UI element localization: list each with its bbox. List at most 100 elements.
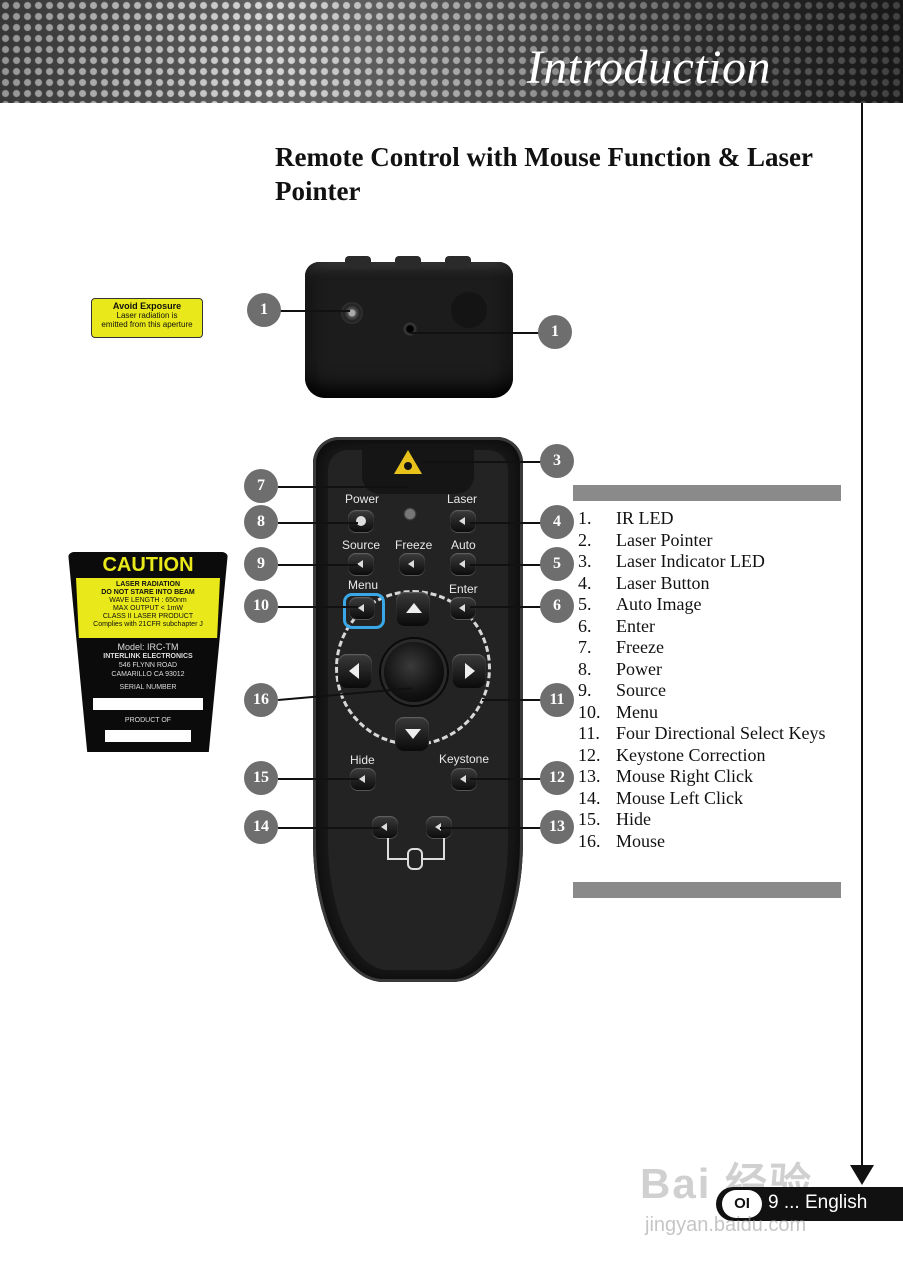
legend-num: 7.	[578, 637, 616, 659]
legend-num: 6.	[578, 616, 616, 638]
freeze-button[interactable]	[399, 553, 425, 575]
power-button[interactable]	[348, 510, 374, 532]
caution-title: CAUTION	[68, 554, 228, 577]
page-title: Remote Control with Mouse Function & Las…	[275, 140, 865, 208]
legend-num: 15.	[578, 809, 616, 831]
legend-text: Menu	[616, 702, 858, 724]
laser-button[interactable]	[450, 510, 476, 532]
left-button[interactable]	[338, 654, 372, 688]
legend-text: Four Directional Select Keys	[616, 723, 858, 745]
remote-nub	[345, 256, 371, 266]
callout-line	[278, 564, 358, 566]
freeze-label: Freeze	[395, 538, 432, 552]
remote-bump	[451, 292, 487, 328]
remote-nub	[395, 256, 421, 266]
legend-num: 3.	[578, 551, 616, 573]
legend-num: 12.	[578, 745, 616, 767]
up-button[interactable]	[396, 592, 430, 626]
callout-line	[278, 522, 358, 524]
legend-item: 13.Mouse Right Click	[578, 766, 858, 788]
legend-text: Laser Pointer	[616, 530, 858, 552]
arrow-left-icon	[349, 663, 359, 679]
callout-13: 13	[540, 810, 574, 844]
keystone-label: Keystone	[439, 752, 489, 766]
callout-9: 9	[244, 547, 278, 581]
legend-num: 2.	[578, 530, 616, 552]
callout-7: 7	[244, 469, 278, 503]
legend-num: 16.	[578, 831, 616, 853]
caution-warn-2: DO NOT STARE INTO BEAM	[76, 589, 220, 597]
legend-text: Mouse	[616, 831, 858, 853]
callout-line	[482, 699, 542, 701]
legend-item: 16.Mouse	[578, 831, 858, 853]
laser-indicator-led	[405, 509, 415, 519]
mouse-trackball[interactable]	[384, 642, 444, 702]
enter-label: Enter	[449, 582, 478, 596]
callout-3: 3	[540, 444, 574, 478]
watermark-url: jingyan.baidu.com	[645, 1214, 806, 1237]
margin-rule	[861, 103, 863, 1170]
legend-item: 3.Laser Indicator LED	[578, 551, 858, 573]
callout-line	[278, 778, 358, 780]
caution-maker: INTERLINK ELECTRONICS	[80, 652, 216, 661]
down-button[interactable]	[395, 717, 429, 751]
product-box	[105, 730, 191, 742]
legend-text: Mouse Right Click	[616, 766, 858, 788]
legend-list: 1.IR LED 2.Laser Pointer 3.Laser Indicat…	[578, 508, 858, 852]
legend-item: 5.Auto Image	[578, 594, 858, 616]
sticker-line-3: emitted from this aperture	[92, 320, 202, 329]
footer-page-label: 9 ... English	[768, 1192, 867, 1214]
legend-num: 8.	[578, 659, 616, 681]
remote-nub	[445, 256, 471, 266]
legend-item: 2.Laser Pointer	[578, 530, 858, 552]
legend-num: 10.	[578, 702, 616, 724]
callout-line	[410, 332, 540, 334]
legend-item: 8.Power	[578, 659, 858, 681]
callout-15: 15	[244, 761, 278, 795]
legend-num: 14.	[578, 788, 616, 810]
callout-14: 14	[244, 810, 278, 844]
callout-12: 12	[540, 761, 574, 795]
callout-line	[278, 486, 408, 488]
button-arrow-icon	[459, 604, 465, 612]
legend-item: 9.Source	[578, 680, 858, 702]
legend-text: IR LED	[616, 508, 858, 530]
button-arrow-icon	[459, 560, 465, 568]
caution-serial: SERIAL NUMBER	[80, 683, 216, 692]
laser-warning-dot	[404, 462, 412, 470]
laser-aperture-icon	[341, 302, 363, 324]
auto-label: Auto	[451, 538, 476, 552]
legend-text: Source	[616, 680, 858, 702]
legend-item: 6.Enter	[578, 616, 858, 638]
mouse-icon	[407, 848, 423, 870]
legend-text: Power	[616, 659, 858, 681]
arrow-down-icon	[405, 729, 421, 739]
legend-num: 5.	[578, 594, 616, 616]
callout-line	[278, 827, 380, 829]
source-label: Source	[342, 538, 380, 552]
callout-6: 6	[540, 589, 574, 623]
callout-10: 10	[244, 589, 278, 623]
legend-item: 12.Keystone Correction	[578, 745, 858, 767]
power-dot-icon	[356, 516, 366, 526]
sticker-line-2: Laser radiation is	[92, 311, 202, 320]
right-button[interactable]	[452, 654, 486, 688]
caution-info: Model: IRC-TM INTERLINK ELECTRONICS 546 …	[80, 643, 216, 692]
page-arrow-icon	[850, 1165, 874, 1185]
legend-item: 14.Mouse Left Click	[578, 788, 858, 810]
hide-label: Hide	[350, 753, 375, 767]
power-label: Power	[345, 492, 379, 506]
caution-warning-box: LASER RADIATION DO NOT STARE INTO BEAM W…	[76, 578, 220, 638]
legend-num: 9.	[578, 680, 616, 702]
legend-text: Keystone Correction	[616, 745, 858, 767]
legend-item: 4.Laser Button	[578, 573, 858, 595]
legend-item: 1.IR LED	[578, 508, 858, 530]
arrow-right-icon	[465, 663, 475, 679]
legend-text: Laser Indicator LED	[616, 551, 858, 573]
legend-text: Hide	[616, 809, 858, 831]
enter-button[interactable]	[450, 597, 476, 619]
menu-highlight	[343, 593, 385, 629]
legend-num: 1.	[578, 508, 616, 530]
callout-4: 4	[540, 505, 574, 539]
caution-product: PRODUCT OF	[80, 716, 216, 725]
